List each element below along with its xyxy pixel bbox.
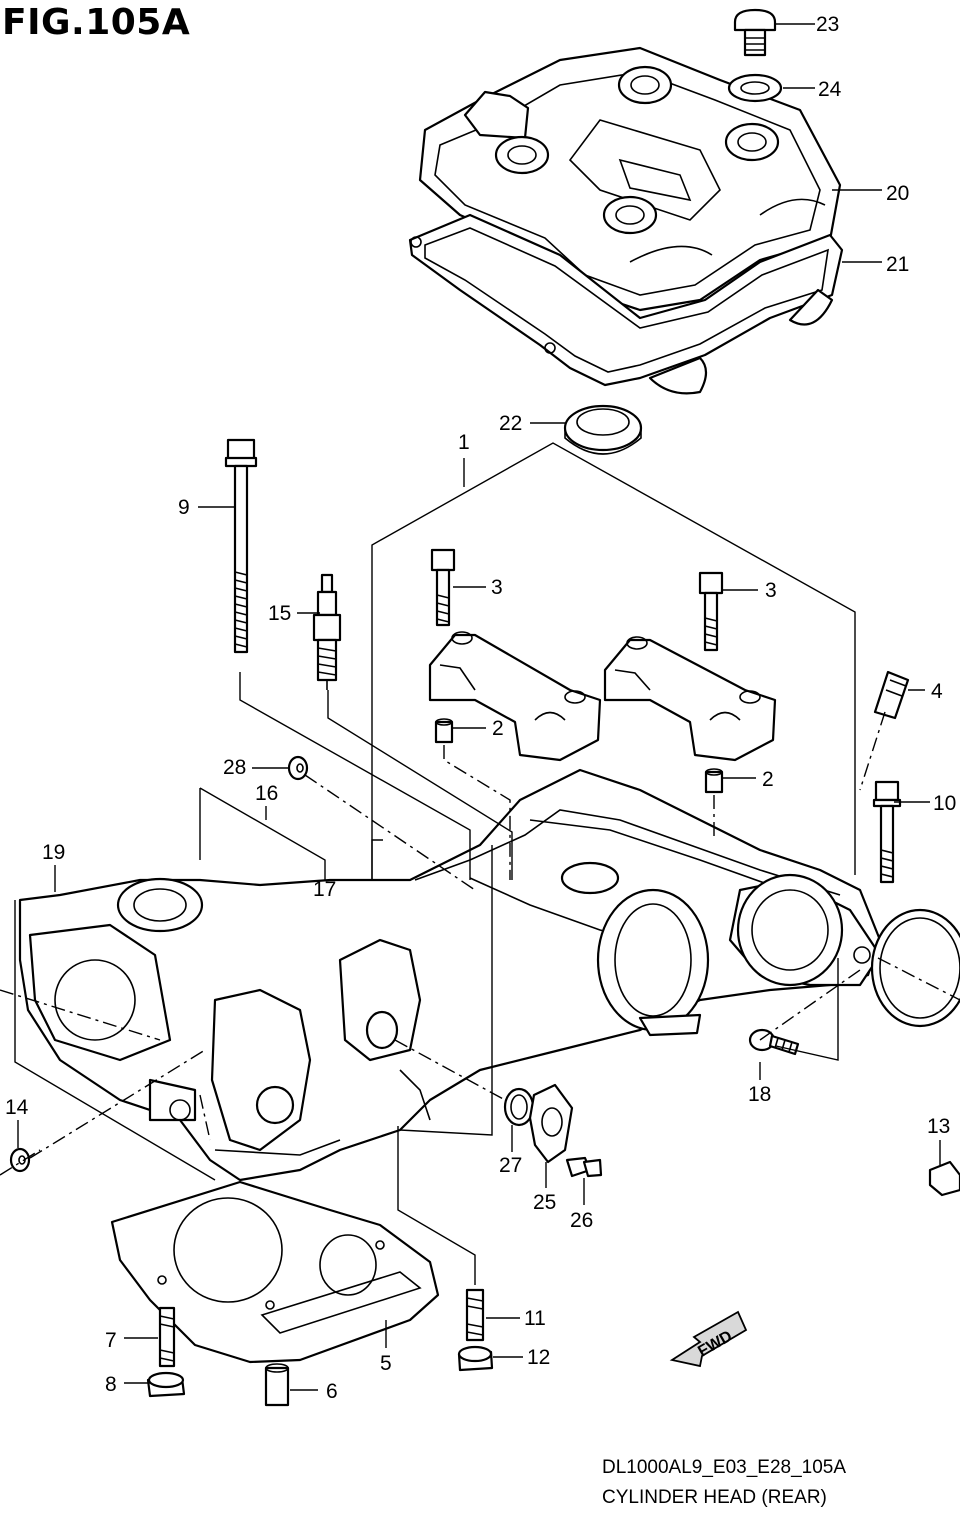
callout-27: 27 — [499, 1154, 522, 1177]
figure-name: CYLINDER HEAD (REAR) — [602, 1487, 827, 1508]
callout-10: 10 — [933, 792, 956, 815]
callout-26: 26 — [570, 1209, 593, 1232]
camshaft-holder-right — [603, 636, 777, 762]
callout-22: 22 — [499, 412, 522, 435]
callout-8: 8 — [105, 1373, 117, 1396]
washer-28 — [287, 755, 309, 781]
callout-11: 11 — [524, 1307, 546, 1330]
callout-4: 4 — [931, 680, 943, 703]
dowel-pin-6 — [264, 1363, 290, 1407]
callout-17: 17 — [313, 878, 336, 901]
callout-19: 19 — [42, 841, 65, 864]
intake-pipe-right — [728, 873, 882, 987]
nut-8 — [146, 1371, 186, 1398]
cover-gasket — [408, 213, 844, 395]
callout-7: 7 — [105, 1329, 117, 1352]
washer-14 — [9, 1147, 31, 1173]
cover-bolt-23 — [733, 8, 777, 57]
bolt-3-right — [698, 571, 724, 652]
dowel-pin-2-lower — [704, 768, 724, 794]
plug-seal-22 — [563, 404, 643, 455]
callout-23: 23 — [816, 13, 839, 36]
callout-25: 25 — [533, 1191, 556, 1214]
callout-18: 18 — [748, 1083, 771, 1106]
callout-3-left: 3 — [491, 576, 503, 599]
dowel-pin-2-upper — [434, 718, 454, 744]
callout-2-upper: 2 — [492, 717, 504, 740]
callout-numbers: 23 24 20 21 22 1 9 3 3 15 4 2 2 28 16 10… — [5, 13, 956, 1403]
callout-12: 12 — [527, 1346, 550, 1369]
camshaft-holder-left — [428, 631, 602, 762]
o-ring-intake — [870, 908, 960, 1028]
cylinder-head-gasket — [110, 1180, 440, 1364]
bolt-10 — [872, 780, 902, 884]
model-code: DL1000AL9_E03_E28_105A — [602, 1457, 847, 1478]
spark-plug-15 — [312, 573, 342, 690]
screw-18 — [748, 1028, 800, 1056]
callout-28: 28 — [223, 756, 246, 779]
callout-9: 9 — [178, 496, 190, 519]
callout-14: 14 — [5, 1096, 29, 1119]
bolt-13 — [928, 1160, 960, 1197]
callout-24: 24 — [818, 78, 842, 101]
nut-12 — [457, 1345, 494, 1372]
callout-21: 21 — [886, 253, 909, 276]
callout-3-right: 3 — [765, 579, 777, 602]
cap-25 — [528, 1083, 574, 1164]
callout-16: 16 — [255, 782, 278, 805]
callout-15: 15 — [268, 602, 291, 625]
figure-title: FIG.105A — [2, 2, 191, 43]
intake-pipe-left — [596, 888, 710, 1037]
washer-24 — [727, 73, 783, 103]
callout-1: 1 — [458, 431, 470, 454]
bolt-3-left — [430, 548, 456, 627]
callout-13: 13 — [927, 1115, 950, 1138]
forward-arrow: FWD — [669, 1310, 748, 1368]
stud-bolt-7 — [158, 1306, 176, 1368]
stud-bolt-11 — [465, 1288, 485, 1342]
callout-2-lower: 2 — [762, 768, 774, 791]
leader-lines — [14, 23, 941, 1391]
dashed-lines — [0, 711, 960, 1176]
assembly-bracket — [371, 442, 856, 898]
long-bolt-9 — [224, 438, 258, 654]
callout-20: 20 — [886, 182, 909, 205]
cylinder-head — [18, 768, 882, 1182]
fitting-4 — [873, 670, 910, 720]
o-ring-27 — [503, 1087, 535, 1127]
screw-26 — [565, 1156, 603, 1178]
callout-6: 6 — [326, 1380, 338, 1403]
callout-5: 5 — [380, 1352, 392, 1375]
